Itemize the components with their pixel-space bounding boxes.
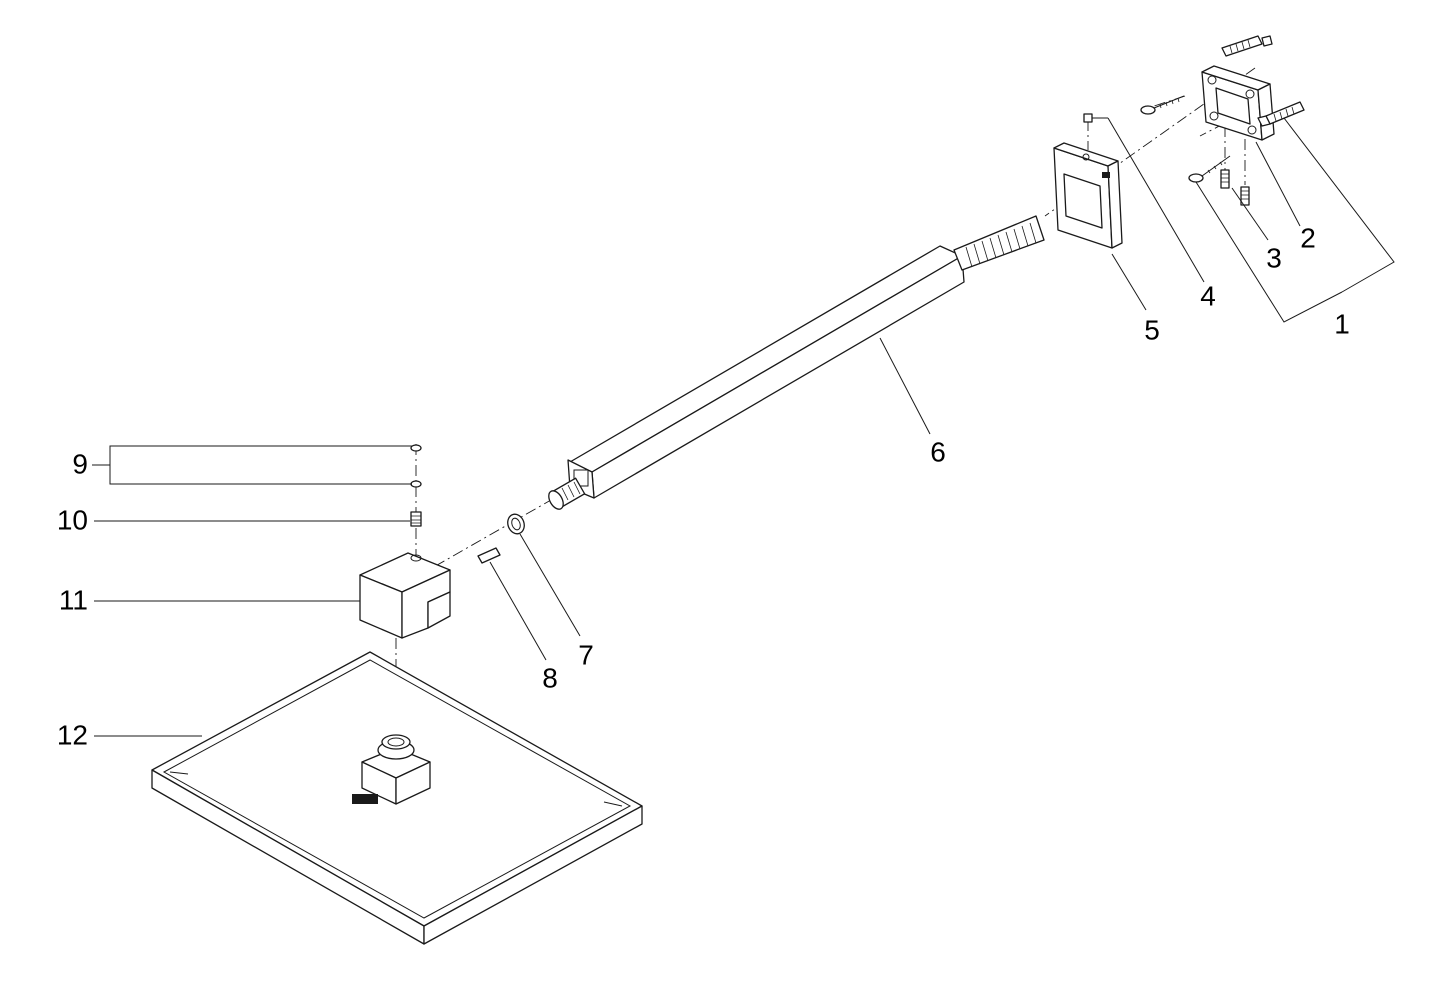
set-screws — [1220, 169, 1250, 206]
grub-screw — [1083, 113, 1093, 123]
elbow-connector — [359, 552, 451, 639]
wall-bracket — [1201, 65, 1275, 141]
rain-shower-head — [151, 651, 643, 945]
shower-head-connector — [352, 734, 431, 805]
screw-lower — [1188, 155, 1231, 183]
screw-upper — [1140, 95, 1185, 115]
wall-plug-lower — [1257, 101, 1305, 127]
callout-7: 7 — [578, 639, 594, 670]
set-screw-small — [410, 511, 422, 527]
leader-lines — [92, 117, 1395, 737]
callout-3: 3 — [1266, 242, 1282, 273]
callout-9: 9 — [72, 448, 88, 479]
callout-4: 4 — [1200, 280, 1216, 311]
pin — [477, 547, 501, 564]
callout-8: 8 — [542, 662, 558, 693]
callout-6: 6 — [930, 436, 946, 467]
wall-rosette — [1053, 142, 1123, 249]
callout-1: 1 — [1334, 308, 1350, 339]
callout-12: 12 — [57, 719, 88, 750]
o-ring — [507, 513, 525, 535]
callout-10: 10 — [57, 504, 88, 535]
callout-labels: 1 2 3 4 5 6 7 8 9 10 11 12 — [57, 222, 1350, 750]
shower-arm — [548, 215, 1045, 510]
assembly-axes — [395, 67, 1263, 735]
callout-11: 11 — [59, 584, 88, 615]
wall-plug-upper — [1221, 35, 1273, 57]
callout-5: 5 — [1144, 314, 1160, 345]
callout-2: 2 — [1300, 222, 1316, 253]
arm-end-nipple — [548, 477, 586, 510]
